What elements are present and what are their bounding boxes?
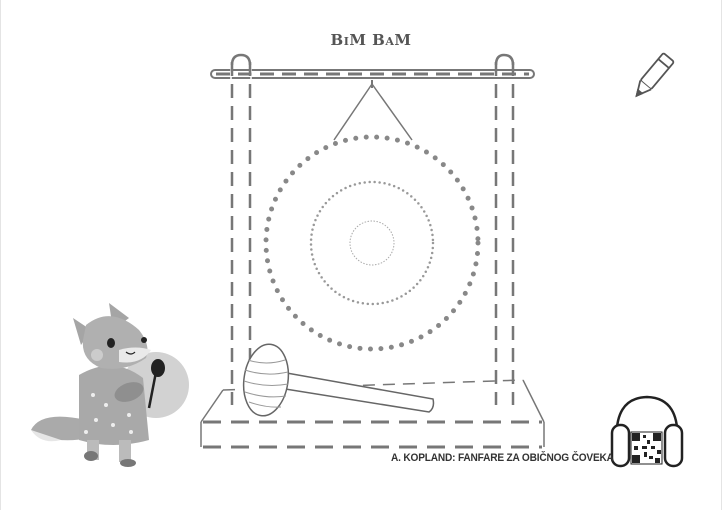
music-caption: A. KOPLAND: FANFARE ZA OBIČNOG ČOVEKA [391, 452, 614, 464]
mallet-drawing [242, 343, 435, 417]
fox-illustration [31, 303, 189, 467]
worksheet-title: BiM BaM [330, 31, 412, 49]
gong-outer-circle [263, 134, 481, 352]
gong-middle-circle [309, 180, 435, 306]
qr-code [630, 431, 663, 465]
gong-top-bar [210, 69, 535, 79]
gong-inner-circle [349, 220, 395, 266]
pencil-icon [635, 52, 675, 98]
headphones-icon [610, 395, 684, 468]
